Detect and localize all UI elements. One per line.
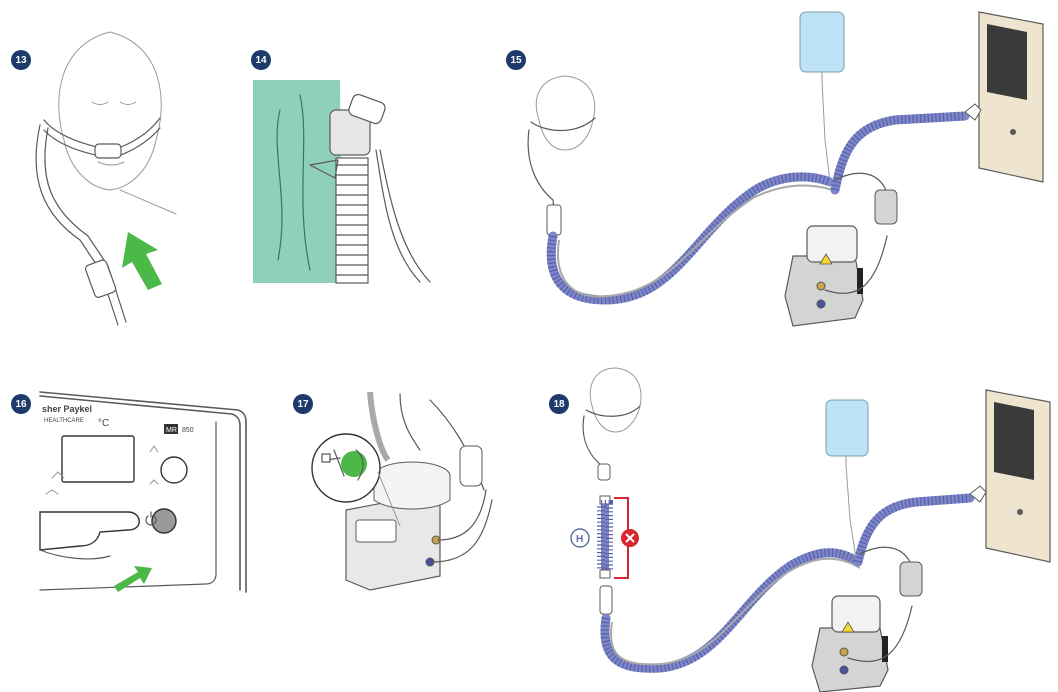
arrow-right-icon	[114, 566, 152, 592]
step-16-illustration: sher Paykel HEALTHCARE °C MR 850	[39, 391, 247, 593]
step-17-illustration	[311, 391, 493, 591]
arrow-up-icon	[122, 232, 162, 290]
callout-h	[570, 528, 590, 548]
brand-line2: HEALTHCARE	[44, 418, 84, 424]
warning-triangle-icon-18	[841, 621, 855, 633]
humidifier-device-18	[811, 595, 889, 692]
step-14-panel: 14	[240, 0, 495, 340]
model-number: 850	[182, 427, 194, 434]
removed-tube-section	[597, 495, 639, 579]
callout-h-label: H	[576, 534, 583, 545]
step-17-panel: 17	[270, 340, 540, 692]
step-14-illustration	[253, 80, 431, 284]
step-badge-13: 13	[11, 50, 31, 70]
power-button	[151, 508, 177, 534]
step-18-illustration: H	[570, 367, 1051, 692]
step-13-illustration	[35, 31, 177, 326]
display-screen	[61, 435, 135, 483]
step-badge-17: 17	[293, 394, 313, 414]
step-badge-14: 14	[251, 50, 271, 70]
step-15-panel: 15	[495, 0, 1058, 340]
step-badge-15: 15	[506, 50, 526, 70]
model-prefix: MR	[166, 427, 177, 434]
brand-line1: sher Paykel	[42, 404, 92, 414]
step-18-panel: 18 H	[540, 340, 1058, 692]
step-15-illustration	[527, 11, 1044, 327]
monitor-device	[964, 11, 1044, 183]
step-16-panel: 16 sher Paykel HEALTHCARE °C MR 850	[0, 340, 270, 692]
warning-triangle-icon	[819, 253, 833, 265]
monitor-device-18	[969, 389, 1051, 563]
temp-unit: °C	[98, 418, 109, 429]
step-13-panel: 13	[0, 0, 240, 340]
face-icon	[58, 31, 177, 215]
humidifier-device	[784, 225, 864, 327]
mode-button	[160, 456, 188, 484]
step-badge-16: 16	[11, 394, 31, 414]
power-icon	[145, 511, 157, 526]
corrugated-tube	[335, 157, 369, 284]
step-badge-18: 18	[549, 394, 569, 414]
